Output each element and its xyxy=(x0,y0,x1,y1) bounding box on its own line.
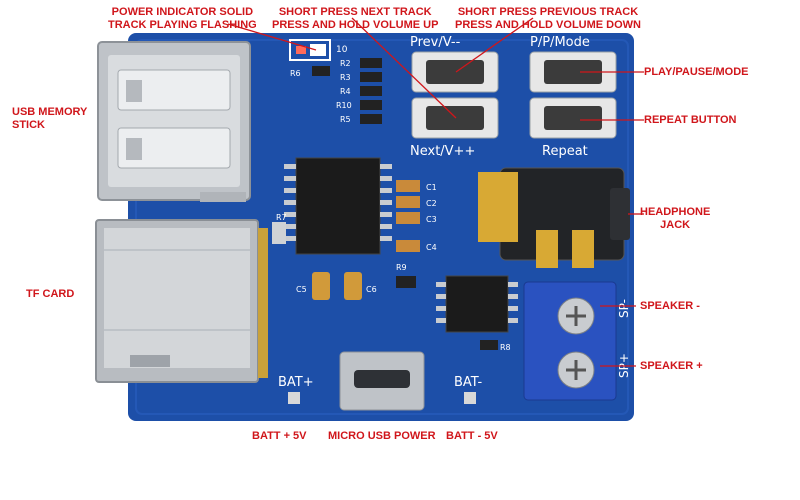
bat-plus-silk: BAT+ xyxy=(278,375,314,390)
r4-silk: R4 xyxy=(340,87,351,96)
c6-silk: C6 xyxy=(366,285,377,294)
c2-silk: C2 xyxy=(426,199,437,208)
label-prev-track: SHORT PRESS PREVIOUS TRACK PRESS AND HOL… xyxy=(455,6,641,31)
r7-silk: R7 xyxy=(276,213,287,222)
label-headphone: HEADPHONE JACK xyxy=(640,206,711,231)
label-batt-plus: BATT + 5V xyxy=(252,430,307,442)
button-repeat[interactable]: Repeat xyxy=(529,97,617,159)
label-micro-usb: MICRO USB POWER xyxy=(328,430,436,442)
button-prev[interactable]: Prev/V-- xyxy=(410,35,499,93)
pp-mode-silk: P/P/Mode xyxy=(530,35,590,50)
c1-silk: C1 xyxy=(426,183,437,192)
label-usb: USB MEMORY STICK xyxy=(12,106,88,131)
label-speaker-minus: SPEAKER - xyxy=(640,300,700,312)
led-silk: 10 xyxy=(336,45,348,55)
usb-a-connector xyxy=(97,41,251,202)
next-silk: Next/V++ xyxy=(410,144,475,159)
speaker-terminal: SP- SP+ xyxy=(523,281,631,401)
resistor-array: R6 R2 R3 R4 R10 R5 xyxy=(290,58,382,124)
prev-silk: Prev/V-- xyxy=(410,35,461,50)
amplifier-ic xyxy=(436,275,518,333)
r9-silk: R9 xyxy=(396,263,407,272)
r6-silk: R6 xyxy=(290,69,301,78)
label-repeat: REPEAT BUTTON xyxy=(644,114,737,126)
bat-minus-silk: BAT- xyxy=(454,375,483,390)
c3-silk: C3 xyxy=(426,215,437,224)
tf-card-slot xyxy=(95,219,268,383)
c4-silk: C4 xyxy=(426,243,437,252)
r2-silk: R2 xyxy=(340,59,351,68)
label-play-pause: PLAY/PAUSE/MODE xyxy=(644,66,749,78)
r3-silk: R3 xyxy=(340,73,351,82)
battery-pads: BAT+ BAT- xyxy=(278,375,483,404)
sp-minus-silk: SP- xyxy=(617,299,631,318)
button-pp-mode[interactable]: P/P/Mode xyxy=(529,35,617,93)
label-next-track: SHORT PRESS NEXT TRACK PRESS AND HOLD VO… xyxy=(272,6,439,31)
c5-silk: C5 xyxy=(296,285,307,294)
r8-silk: R8 xyxy=(500,343,511,352)
r10-silk: R10 xyxy=(336,101,352,110)
passive-components: R7 C1 C2 C3 C4 C5 C6 R9 R8 xyxy=(272,180,511,352)
main-ic xyxy=(284,157,392,255)
label-tf-card: TF CARD xyxy=(26,288,75,300)
label-batt-minus: BATT - 5V xyxy=(446,430,498,442)
label-power-indicator: POWER INDICATOR SOLID TRACK PLAYING FLAS… xyxy=(108,6,257,31)
headphone-jack xyxy=(478,167,630,268)
micro-usb-port xyxy=(339,351,425,411)
button-next[interactable]: Next/V++ xyxy=(410,97,499,159)
power-led: 10 xyxy=(289,39,348,61)
r5-silk: R5 xyxy=(340,115,351,124)
repeat-silk: Repeat xyxy=(542,144,588,159)
callout-lines xyxy=(227,17,644,367)
label-speaker-plus: SPEAKER + xyxy=(640,360,703,372)
